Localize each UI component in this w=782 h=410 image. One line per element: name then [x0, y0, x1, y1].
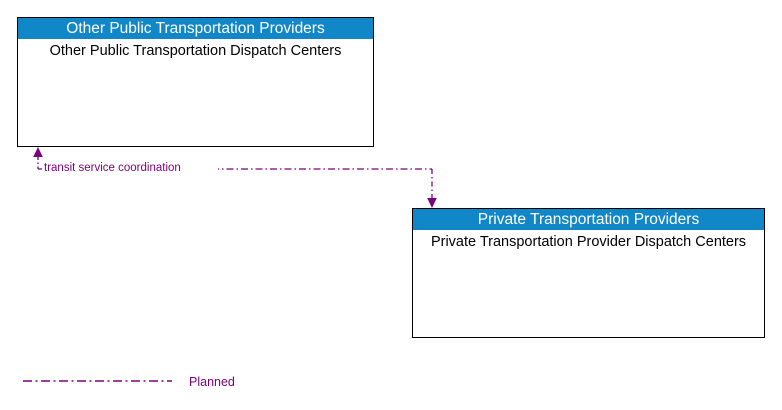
- node-header-title: Private Transportation Providers: [413, 209, 764, 230]
- flow-label-transit-service-coordination: transit service coordination: [44, 162, 181, 174]
- flow-arrowhead-up: [33, 147, 43, 157]
- flow-arrowhead-down: [427, 198, 437, 208]
- node-body-text: Other Public Transportation Dispatch Cen…: [49, 43, 342, 59]
- legend-item-planned-label: Planned: [189, 375, 235, 389]
- flow-transit-service-coordination: [33, 147, 437, 208]
- node-header-title: Other Public Transportation Providers: [18, 18, 373, 39]
- node-body-text: Private Transportation Provider Dispatch…: [430, 234, 747, 250]
- node-private-transportation-provider-dispatch-centers[interactable]: Private Transportation Providers Private…: [412, 208, 765, 338]
- node-other-public-transportation-dispatch-centers[interactable]: Other Public Transportation Providers Ot…: [17, 17, 374, 147]
